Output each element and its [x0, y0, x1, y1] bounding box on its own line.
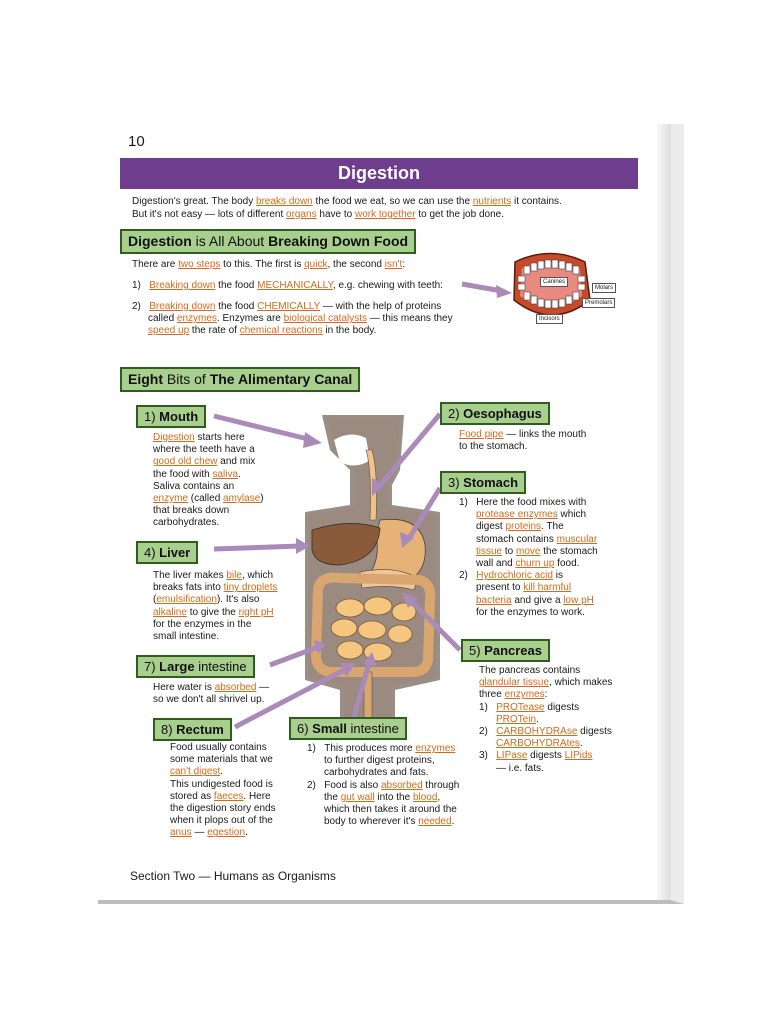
teeth-label-molars: Molars: [592, 283, 617, 293]
label-oesophagus: 2) Oesophagus: [440, 402, 550, 425]
step-2-chemical: 2) Breaking down the food CHEMICALLY — w…: [132, 301, 453, 337]
intro-paragraph: Digestion's great. The body breaks down …: [132, 196, 562, 220]
two-steps-intro: There are two steps to this. The first i…: [132, 259, 406, 270]
mouth-description: Digestion starts here where the teeth ha…: [153, 432, 264, 529]
page-footer: Section Two — Humans as Organisms: [130, 869, 336, 883]
section-heading-alimentary-canal: Eight Bits of The Alimentary Canal: [120, 367, 361, 392]
liver-description: The liver makes bile, which breaks fats …: [153, 570, 278, 643]
label-small-intestine: 6) Small intestine: [289, 717, 407, 740]
label-mouth: 1) Mouth: [136, 405, 207, 428]
teeth-label-incisors: Incisors: [536, 314, 563, 324]
section-heading-breaking-down: Digestion is All About Breaking Down Foo…: [120, 229, 417, 254]
stomach-description: 1) Here the food mixes with protease enz…: [459, 497, 598, 618]
label-stomach: 3) Stomach: [440, 471, 527, 494]
label-large-intestine: 7) Large intestine: [136, 655, 255, 678]
label-pancreas: 5) Pancreas: [461, 639, 550, 662]
pancreas-description: The pancreas contains glandular tissue, …: [479, 665, 613, 774]
page-number: 10: [128, 133, 145, 150]
label-rectum: 8) Rectum: [153, 718, 232, 741]
rectum-description: Food usually contains some materials tha…: [170, 742, 276, 839]
page-edge-shadow: [657, 124, 671, 900]
teeth-label-premolars: Premolars: [582, 298, 616, 308]
large-intestine-description: Here water is absorbed — so we don't all…: [153, 682, 270, 706]
small-intestine-description: 1) This produces more enzymes to further…: [307, 743, 460, 828]
oesophagus-description: Food pipe — links the mouth to the stoma…: [459, 429, 587, 453]
page-title: Digestion: [120, 158, 638, 189]
teeth-label-canines: Canines: [540, 277, 569, 287]
label-liver: 4) Liver: [136, 541, 199, 564]
step-1-mechanical: 1) Breaking down the food MECHANICALLY, …: [132, 280, 443, 291]
